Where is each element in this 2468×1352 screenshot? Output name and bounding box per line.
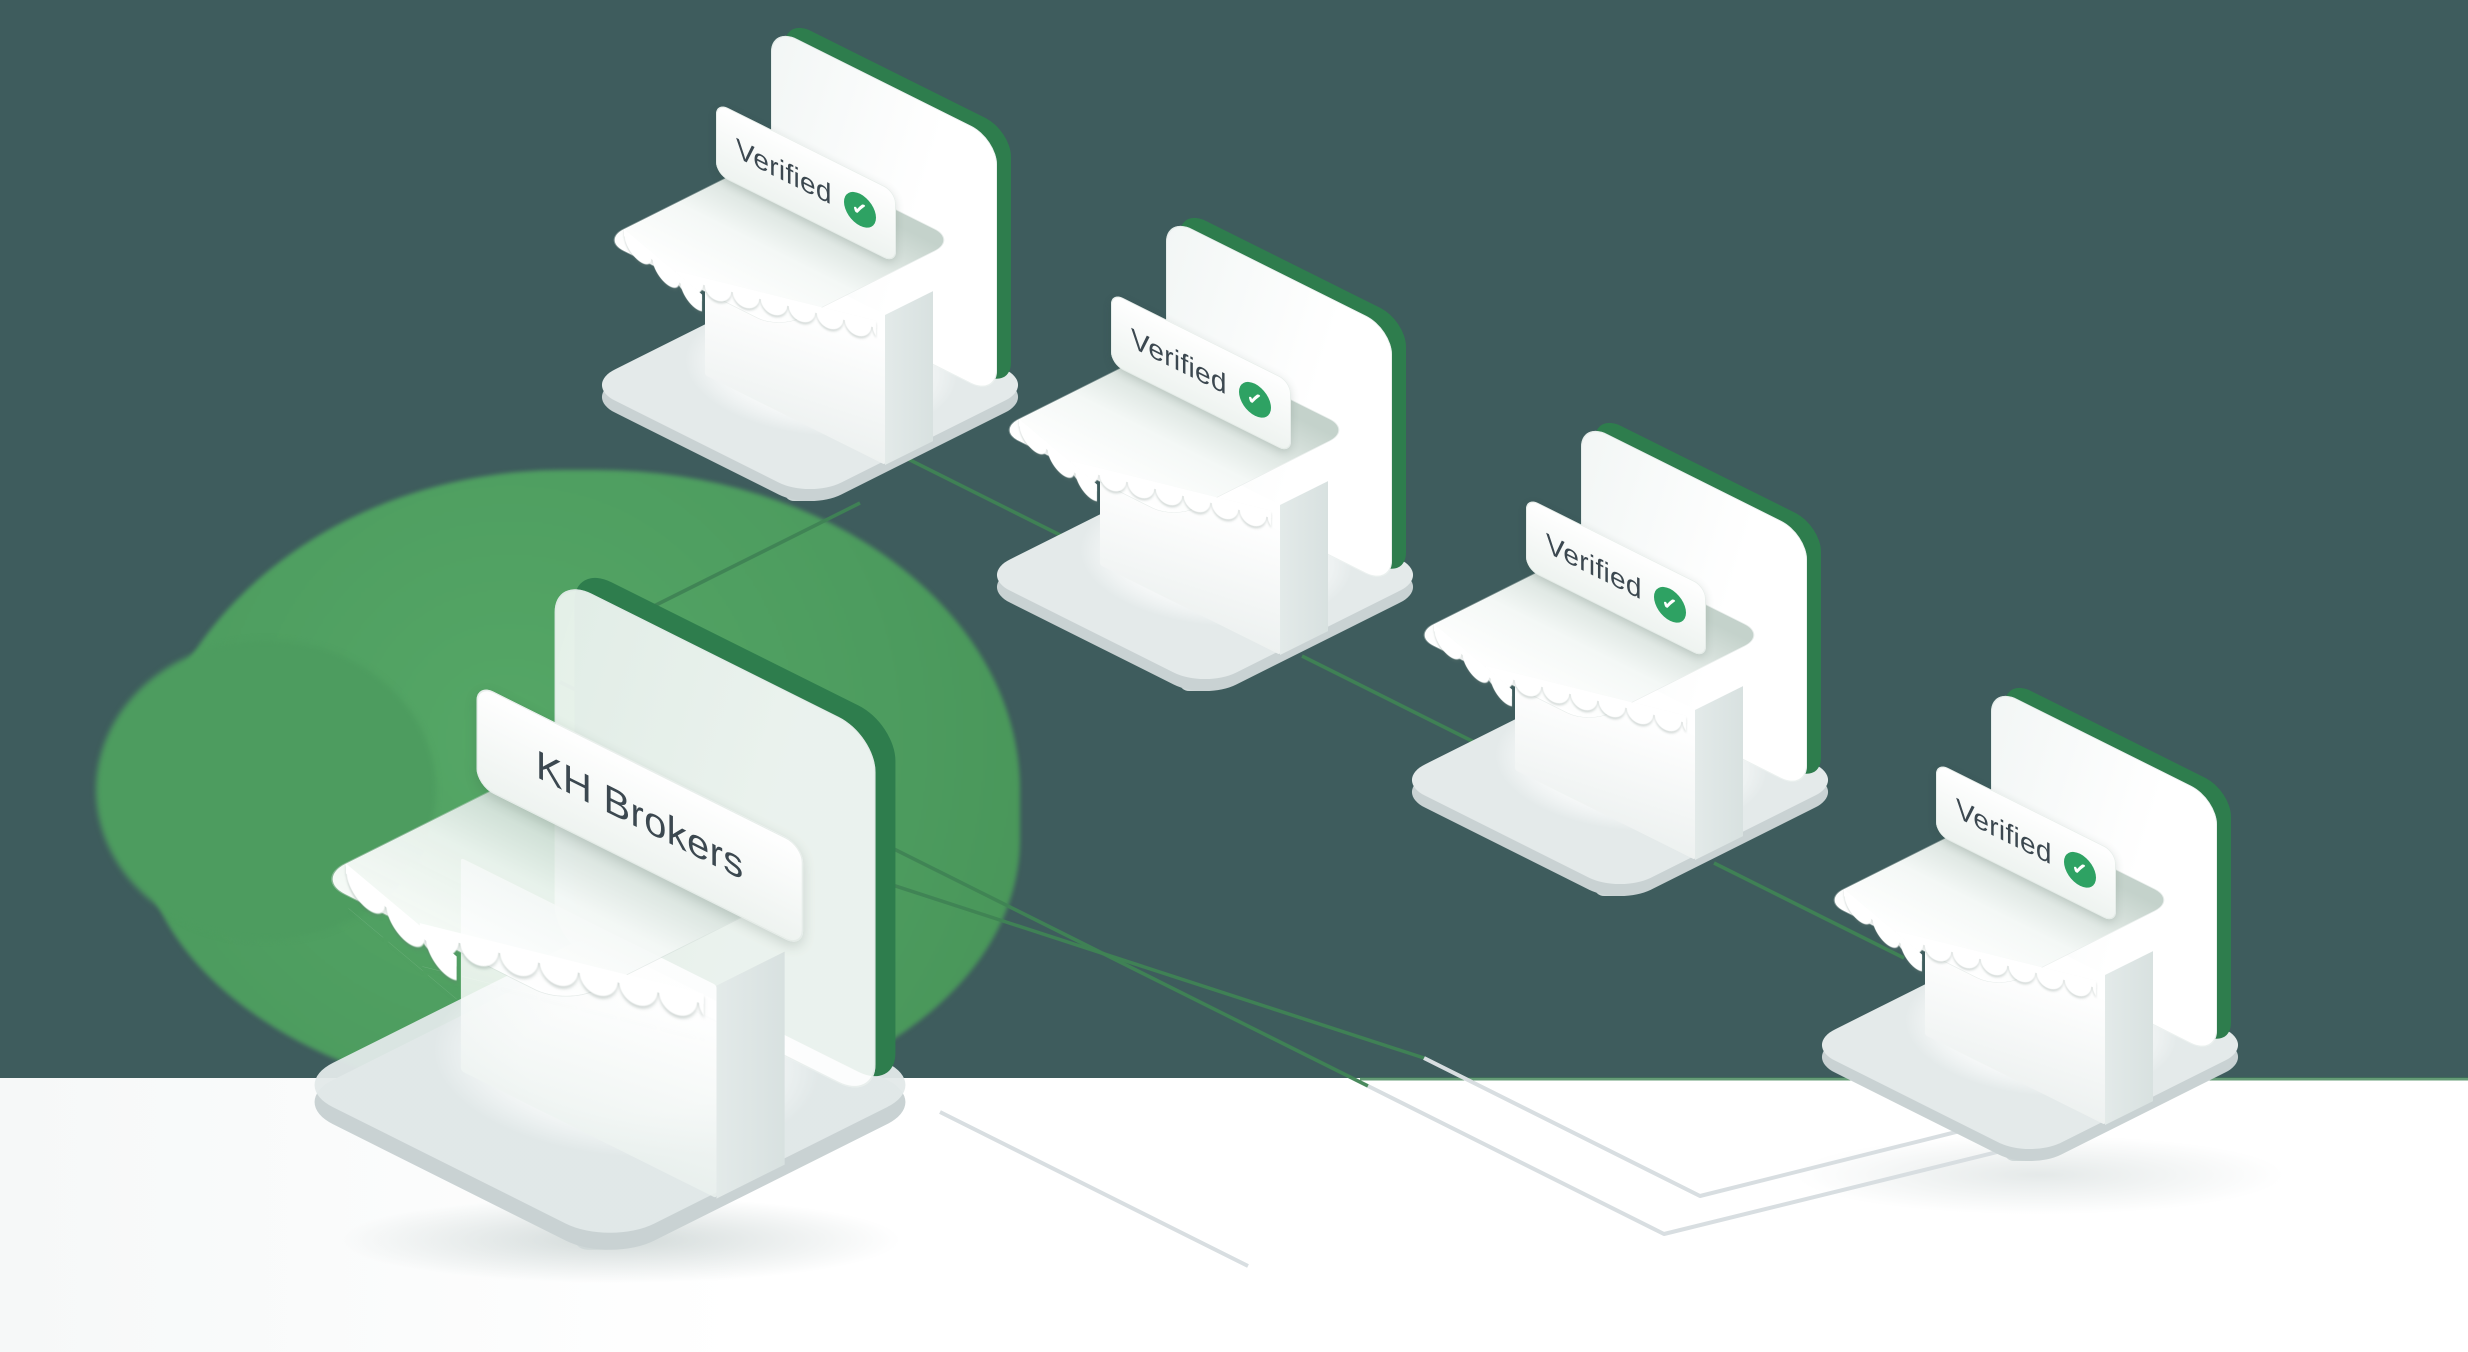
verified-check-icon: ✓	[2063, 845, 2096, 894]
storefront-verified-4: Verified ✓	[1800, 545, 2260, 1171]
store-body-side	[1695, 686, 1743, 860]
store-body-side	[716, 951, 785, 1199]
verified-check-icon: ✓	[843, 185, 876, 234]
store-body-side	[1280, 481, 1328, 655]
storefront-verified-2: Verified ✓	[975, 75, 1435, 701]
storefront-kh-brokers: KH Brokers	[283, 375, 936, 1263]
verified-check-icon: ✓	[1653, 580, 1686, 629]
storefront-verified-1: Verified ✓	[580, 0, 1040, 511]
verified-check-icon: ✓	[1238, 375, 1271, 424]
store-body-side	[2105, 951, 2153, 1125]
storefront-verified-3: Verified ✓	[1390, 280, 1850, 906]
